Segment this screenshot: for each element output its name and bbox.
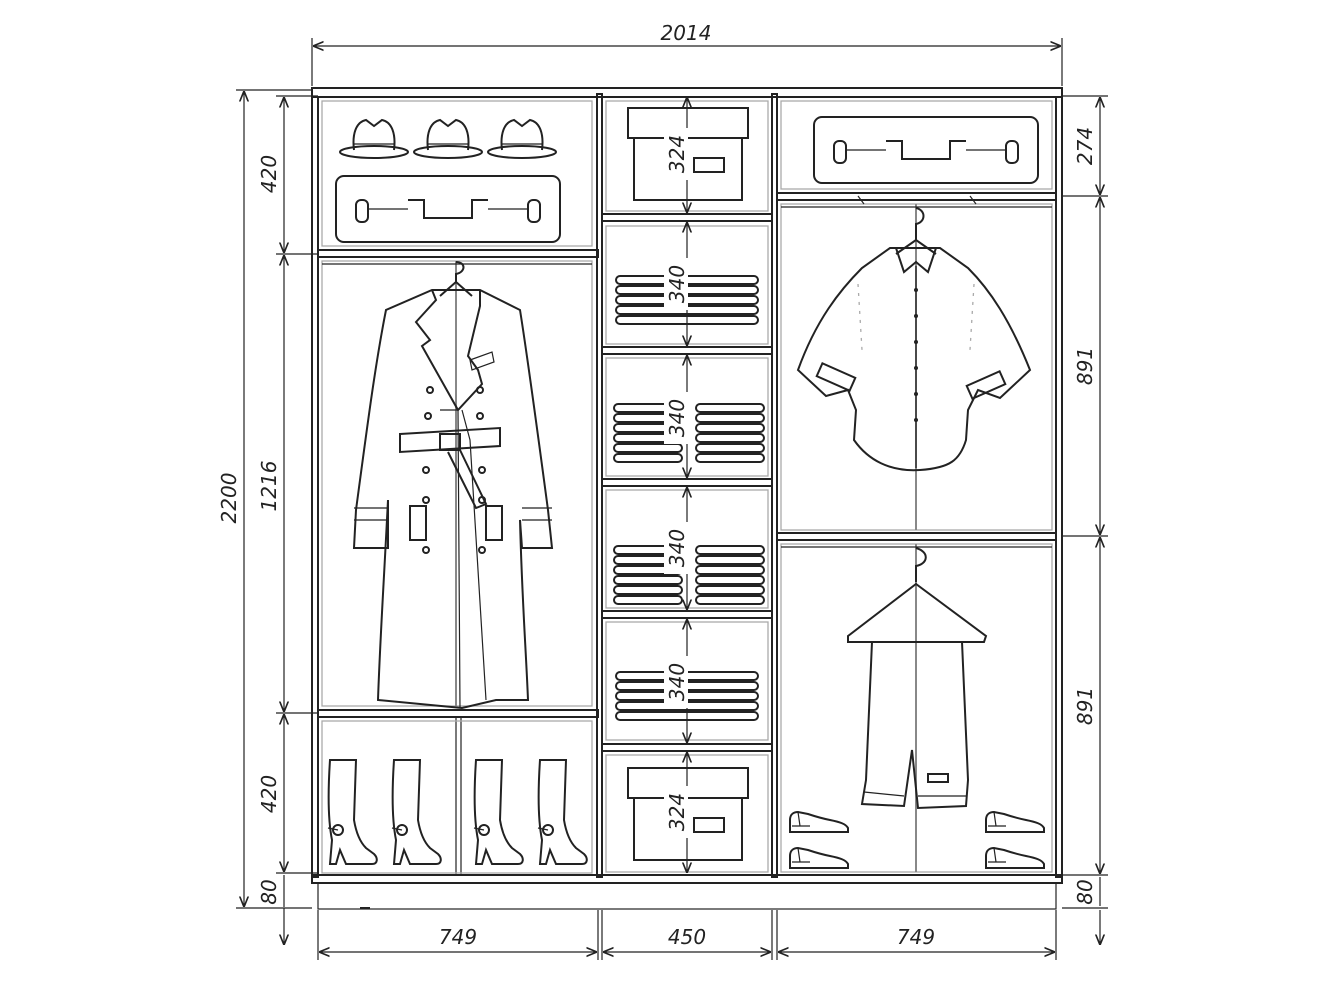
suitcase-icon <box>335 175 561 243</box>
hat-icon <box>339 119 557 159</box>
wardrobe-carcass <box>311 87 1063 910</box>
right-upper-hanging-label: 891 <box>1073 347 1097 385</box>
left-plinth-label: 80 <box>257 879 281 904</box>
suitcase-icon <box>813 116 1039 184</box>
trench-coat-icon <box>352 261 554 710</box>
middle-compartment-2-label: 340 <box>665 265 689 303</box>
middle-compartment-4-label: 340 <box>665 529 689 567</box>
middle-column-height-dimensions: 324 340 340 340 340 324 <box>664 98 689 872</box>
bottom-width-dimensions: 749 450 749 <box>317 910 1057 960</box>
shirt-icon <box>796 207 1032 472</box>
left-bottom-label: 420 <box>257 775 281 813</box>
folded-clothes-icon <box>613 275 765 721</box>
left-top-shelf-label: 420 <box>257 155 281 193</box>
middle-compartment-1-label: 324 <box>665 135 689 173</box>
left-column-height-dimensions: 420 1216 420 80 <box>257 95 318 944</box>
right-plinth-label: 80 <box>1073 879 1097 904</box>
middle-compartment-3-label: 340 <box>665 399 689 437</box>
right-top-shelf-label: 274 <box>1073 127 1097 165</box>
overall-height-dimension: 2200 <box>217 89 312 909</box>
right-column-height-dimensions: 274 891 891 80 <box>1062 95 1108 944</box>
overall-width-label: 2014 <box>661 21 712 45</box>
boot-icon <box>327 759 588 865</box>
right-width-label: 749 <box>897 925 935 949</box>
left-hanging-label: 1216 <box>257 461 281 512</box>
overall-height-label: 2200 <box>217 473 241 524</box>
right-lower-hanging-label: 891 <box>1073 687 1097 725</box>
left-width-label: 749 <box>439 925 477 949</box>
overall-width-dimension: 2014 <box>311 21 1063 86</box>
trousers-icon <box>847 547 988 810</box>
middle-compartment-6-label: 324 <box>665 793 689 831</box>
middle-width-label: 450 <box>668 925 706 949</box>
middle-compartment-5-label: 340 <box>665 663 689 701</box>
